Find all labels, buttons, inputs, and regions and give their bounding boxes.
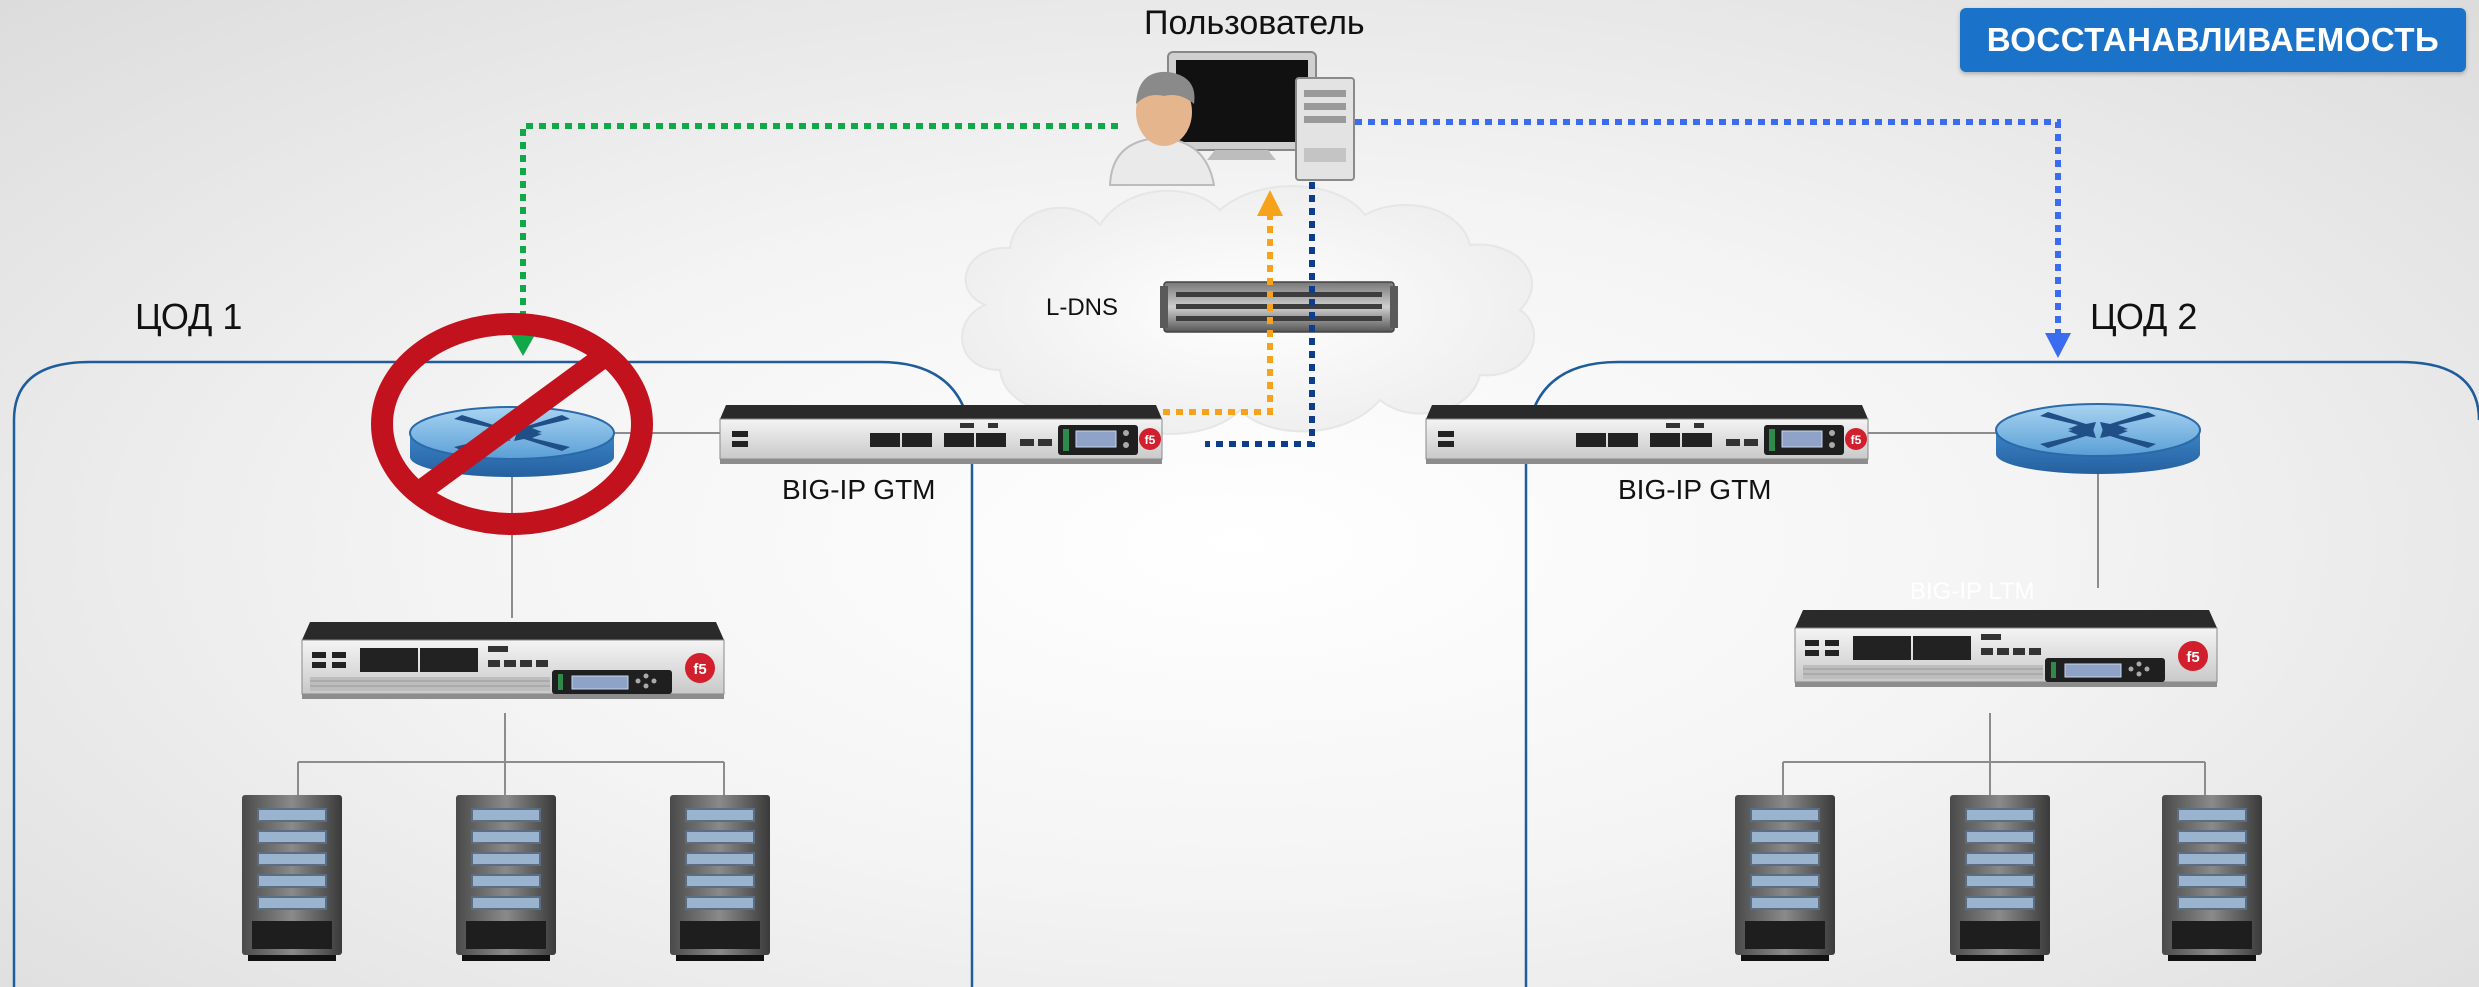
path-to-dc2 <box>1355 119 2061 335</box>
ldns-server-icon <box>1160 281 1398 333</box>
ltm-appliance-icon <box>1794 609 2218 688</box>
user-label: Пользователь <box>1144 4 1365 42</box>
dns-response-path <box>1150 215 1273 415</box>
user-icon <box>1108 71 1216 186</box>
dc1-label: ЦОД 1 <box>135 296 243 337</box>
path-to-dc1-arrowhead <box>510 333 536 356</box>
dns-query-path <box>1205 182 1315 447</box>
dc2-gtm-label: BIG-IP GTM <box>1618 474 1772 505</box>
ldns-label: L-DNS <box>1046 294 1119 321</box>
computer-icon <box>1167 51 1355 181</box>
server-icon <box>241 794 343 962</box>
server-icon <box>669 794 771 962</box>
server-icon <box>1949 794 2051 962</box>
path-to-dc2-arrowhead <box>2045 333 2071 358</box>
server-icon <box>1734 794 1836 962</box>
ltm-appliance-icon <box>301 621 725 700</box>
dc1-gtm-label: BIG-IP GTM <box>782 474 936 505</box>
dc2-label: ЦОД 2 <box>2090 296 2198 337</box>
gtm-appliance-icon <box>1425 404 1869 465</box>
title-badge: ВОССТАНАВЛИВАЕМОСТЬ <box>1960 8 2466 72</box>
server-icon <box>2161 794 2263 962</box>
gtm-appliance-icon <box>719 404 1163 465</box>
server-icon <box>455 794 557 962</box>
dns-response-arrowhead <box>1257 190 1283 216</box>
path-to-dc1 <box>520 123 1118 335</box>
prohibited-icon <box>371 313 653 535</box>
dc2-ltm-label: BIG-IP LTM <box>1910 578 2035 605</box>
router-icon <box>1995 403 2201 475</box>
